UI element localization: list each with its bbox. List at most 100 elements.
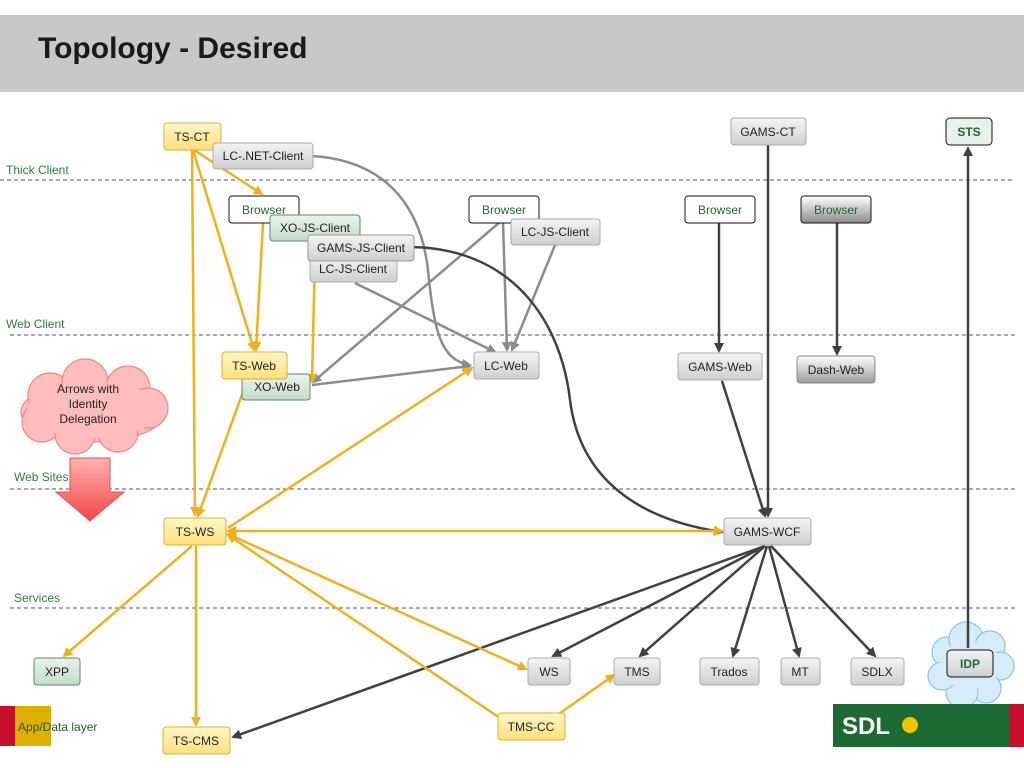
node-gams-web-label: GAMS-Web <box>688 360 752 374</box>
node-tms-cc[interactable]: TMS-CC <box>497 712 566 741</box>
node-browser-4[interactable]: Browser <box>800 195 872 224</box>
node-xpp[interactable]: XPP <box>33 657 81 686</box>
node-tms-label: TMS <box>624 665 649 679</box>
legend-line-3: Delegation <box>59 412 116 426</box>
edge-browser1-to-tsweb <box>251 222 265 352</box>
logo-text: SDL <box>842 713 890 740</box>
edge-lcjs2-to-lcweb <box>510 244 557 352</box>
layer-label-websites: Web Sites <box>14 470 68 484</box>
layer-label-services: Services <box>14 591 60 605</box>
node-trados-label: Trados <box>711 665 748 679</box>
edge-xoweb-to-lcweb <box>311 361 472 387</box>
sdl-logo: SDL <box>833 704 1024 747</box>
node-lc-net-client-label: LC-.NET-Client <box>223 149 304 163</box>
node-lc-js-client-2-label: LC-JS-Client <box>521 225 590 239</box>
node-trados[interactable]: Trados <box>699 657 760 686</box>
node-dash-web[interactable]: Dash-Web <box>796 355 876 384</box>
edge-gamswcf-to-tscms <box>231 544 766 740</box>
edge-tmscc-to-tms <box>555 673 616 718</box>
node-gams-ct[interactable]: GAMS-CT <box>730 117 807 146</box>
node-tms[interactable]: TMS <box>613 657 661 686</box>
node-browser-3[interactable]: Browser <box>684 195 756 224</box>
node-sdlx-label: SDLX <box>861 665 892 679</box>
node-gams-web[interactable]: GAMS-Web <box>677 352 763 381</box>
edge-tsweb-to-tsws <box>196 377 250 518</box>
edge-tsws-to-tmscc <box>226 533 501 720</box>
node-browser-1-label: Browser <box>242 203 286 217</box>
node-ts-ws[interactable]: TS-WS <box>163 517 227 546</box>
edges <box>62 145 973 740</box>
node-idp[interactable]: IDP <box>946 649 994 678</box>
edge-gamsjs-to-gamswcf <box>412 245 724 536</box>
node-lc-net-client[interactable]: LC-.NET-Client <box>212 142 314 170</box>
node-xo-web-label: XO-Web <box>254 380 300 394</box>
edge-browser2-to-lcweb <box>501 221 512 352</box>
edge-gamswcf-to-tms <box>638 545 766 658</box>
legend-down-arrow <box>54 457 126 522</box>
edge-tsct-to-tsweb <box>191 149 257 352</box>
node-sts[interactable]: STS <box>945 117 993 146</box>
layer-label-webclient: Web Client <box>6 317 65 331</box>
logo-background <box>833 704 1009 747</box>
edge-tsct-to-tsws <box>189 149 200 517</box>
footer-yellow-bar <box>15 706 51 746</box>
node-mt[interactable]: MT <box>780 657 821 686</box>
legend-identity-delegation: Arrows with Identity Delegation <box>20 358 169 522</box>
node-sts-label: STS <box>957 125 980 139</box>
node-gams-wcf[interactable]: GAMS-WCF <box>723 517 812 546</box>
node-xo-web[interactable]: XO-Web <box>241 373 311 401</box>
layer-lines <box>0 179 1015 609</box>
edge-gamswcf-to-sdlx <box>770 545 877 658</box>
edge-lcjs1-to-lcweb <box>354 281 497 354</box>
node-ts-cms-label: TS-CMS <box>173 734 219 748</box>
node-dash-web-label: Dash-Web <box>808 363 865 377</box>
layer-label-appdata: App/Data layer <box>18 720 97 734</box>
legend-line-2: Identity <box>69 397 108 411</box>
legend-cloud-fill <box>27 382 159 438</box>
edge-tsws-to-ws <box>226 532 528 671</box>
node-ts-ct[interactable]: TS-CT <box>163 122 222 151</box>
node-gams-wcf-label: GAMS-WCF <box>734 525 801 539</box>
node-tms-cc-label: TMS-CC <box>508 720 555 734</box>
node-gams-js-client-label: GAMS-JS-Client <box>317 241 406 255</box>
edge-tsws-to-lcweb <box>227 366 474 530</box>
node-browser-2[interactable]: Browser <box>468 195 540 224</box>
edge-gamswcf-to-ws <box>551 544 766 658</box>
nodes: TS-CT LC-.NET-Client GAMS-CT STS Browser… <box>33 117 994 755</box>
node-gams-js-client[interactable]: GAMS-JS-Client <box>307 234 415 262</box>
node-ws-label: WS <box>539 665 558 679</box>
node-ts-ws-label: TS-WS <box>176 525 215 539</box>
node-xo-js-client-label: XO-JS-Client <box>280 221 351 235</box>
node-lc-js-client-2[interactable]: LC-JS-Client <box>510 218 601 246</box>
node-browser-2-label: Browser <box>482 203 526 217</box>
edge-gamswcf-to-trados <box>730 545 769 658</box>
node-xpp-label: XPP <box>45 665 69 679</box>
node-browser-3-label: Browser <box>698 203 742 217</box>
node-gams-ct-label: GAMS-CT <box>740 125 796 139</box>
node-ts-web[interactable]: TS-Web <box>221 351 288 380</box>
node-ws[interactable]: WS <box>527 657 571 686</box>
node-ts-cms[interactable]: TS-CMS <box>162 726 231 755</box>
edge-lcnet-to-lcweb <box>311 154 472 369</box>
footer-red-bar <box>0 706 15 746</box>
node-lc-js-client-1[interactable]: LC-JS-Client <box>309 255 398 283</box>
layer-label-thick: Thick Client <box>6 163 69 177</box>
edge-browser2-to-xoweb <box>311 221 501 384</box>
node-sdlx[interactable]: SDLX <box>850 657 905 686</box>
node-idp-label: IDP <box>960 657 980 671</box>
edge-gamswcf-to-mt <box>767 545 802 658</box>
header-bar <box>0 15 1024 92</box>
legend-line-1: Arrows with <box>57 382 119 396</box>
node-mt-label: MT <box>791 665 809 679</box>
node-lc-web[interactable]: LC-Web <box>473 351 540 380</box>
edge-tsws-to-xpp <box>62 545 193 658</box>
logo-globe-icon <box>902 717 918 733</box>
logo-red-bar <box>1009 704 1024 747</box>
node-ts-web-label: TS-Web <box>232 359 276 373</box>
edge-gamsweb-to-gamswcf <box>720 380 768 518</box>
node-ts-ct-label: TS-CT <box>174 130 210 144</box>
edge-tsct-to-browser1 <box>193 148 264 196</box>
page-title: Topology - Desired <box>38 32 308 65</box>
node-browser-4-label: Browser <box>814 203 858 217</box>
